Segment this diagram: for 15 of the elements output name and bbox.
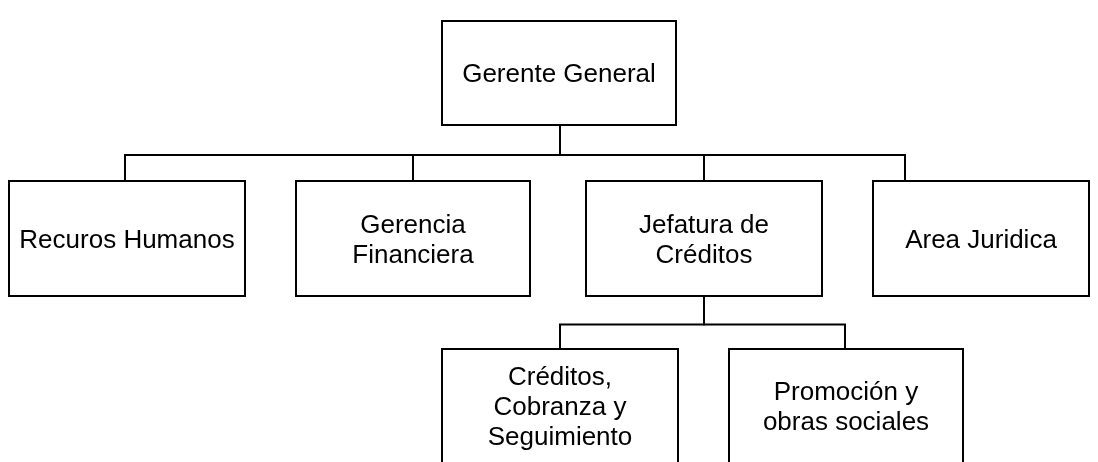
org-box <box>8 180 246 297</box>
org-box <box>441 20 677 126</box>
box-label: Gerencia Financiera <box>351 208 475 269</box>
box-label: Gerente General <box>462 58 656 88</box>
box-label: Jefatura de Créditos <box>637 208 771 269</box>
org-box <box>872 180 1090 297</box>
box-label: Promoción y obras sociales <box>761 376 931 436</box>
box-label: Area Juridica <box>905 223 1057 254</box>
connector-line <box>703 296 846 349</box>
box-label: Recuros Humanos <box>19 223 235 254</box>
org-box <box>585 180 823 297</box>
org-box <box>295 180 531 297</box>
org-box <box>728 348 964 462</box>
box-label: Créditos, Cobranza y Seguimiento <box>486 361 634 451</box>
org-box <box>441 348 679 462</box>
